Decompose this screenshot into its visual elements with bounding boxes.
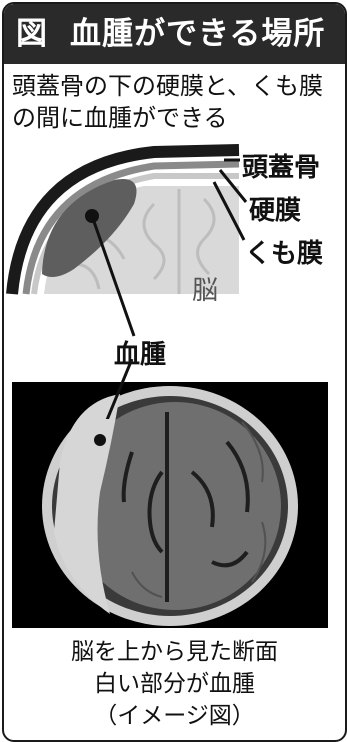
brain-label: 脳 [192, 270, 218, 307]
skull-label: 頭蓋骨 [242, 147, 320, 184]
arachnoid-label: くも膜 [245, 233, 323, 270]
description: 頭蓋骨の下の硬膜と、くも膜 の間に血腫ができる [12, 70, 342, 134]
caption-line-3: （イメージ図） [4, 700, 345, 732]
title-bar: 図血腫ができる場所 [4, 4, 345, 64]
figure-title: 血腫ができる場所 [70, 16, 325, 52]
caption-line-1: 脳を上から見た断面 [4, 636, 345, 668]
description-line-2: の間に血腫ができる [12, 102, 342, 134]
ct-pointer-line [4, 359, 345, 419]
caption-line-2: 白い部分が血腫 [4, 668, 345, 700]
dura-label: 硬膜 [249, 190, 301, 227]
caption: 脳を上から見た断面 白い部分が血腫 （イメージ図） [4, 636, 345, 732]
figure-label: 図 [16, 16, 48, 52]
description-line-1: 頭蓋骨の下の硬膜と、くも膜 [12, 70, 342, 102]
ct-hematoma-pointer-dot [94, 434, 106, 446]
